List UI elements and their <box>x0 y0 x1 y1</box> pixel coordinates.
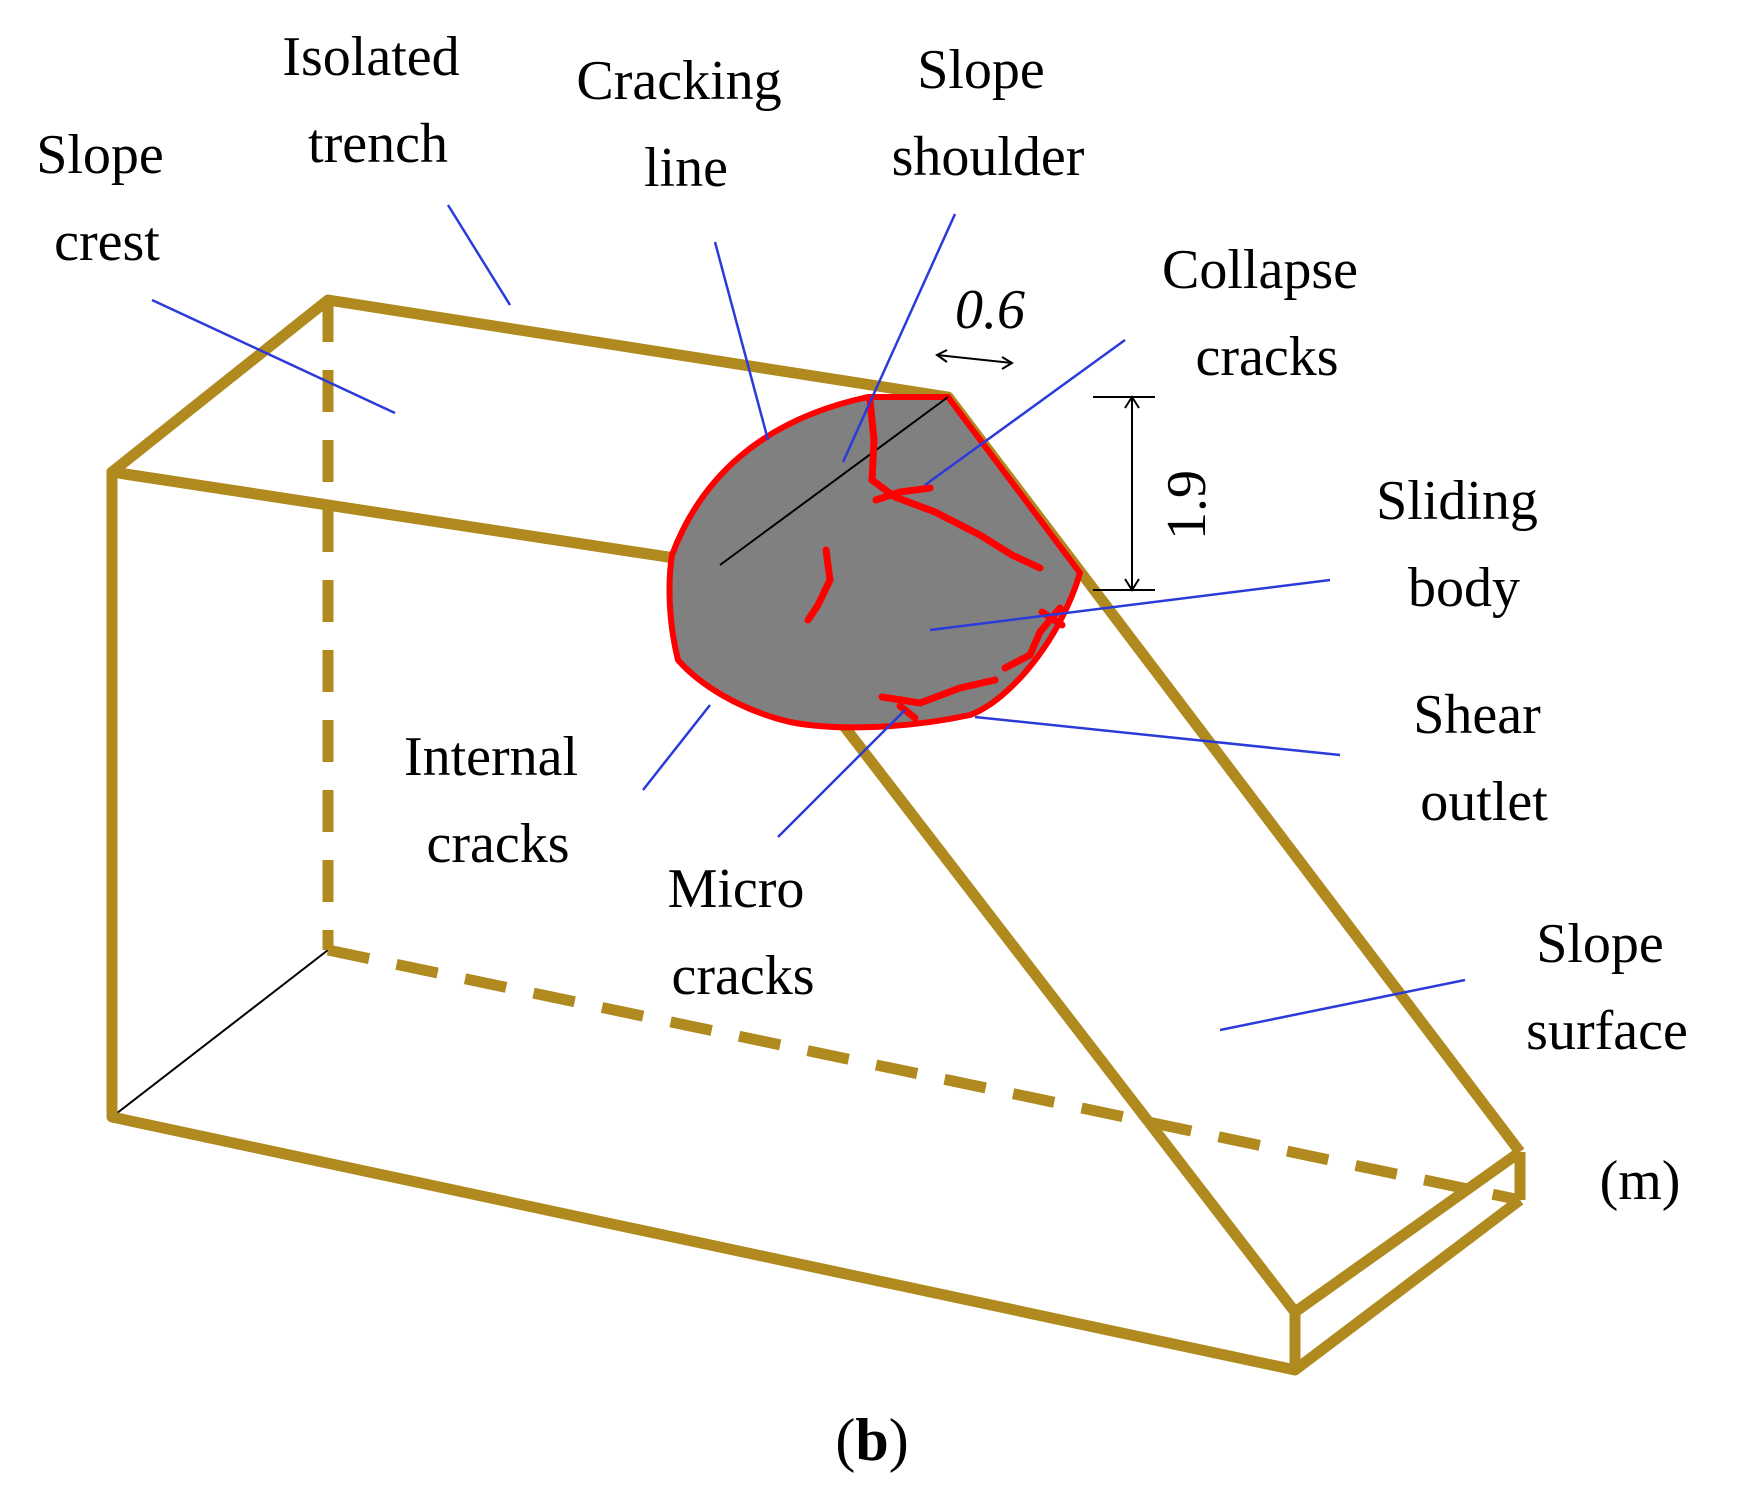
sliding-body-shape <box>666 394 1084 731</box>
micro-crack <box>896 702 919 722</box>
label-slope-surface: Slope surface <box>1526 913 1688 1062</box>
box-hidden-edges <box>322 300 1522 1206</box>
label-cracking-line: Cracking line <box>576 50 795 199</box>
leader-slope-surface <box>1219 978 1466 1032</box>
leader-collapse-cracks <box>924 338 1126 487</box>
leader-sliding-body <box>929 578 1331 632</box>
figure-caption: (b) <box>835 1407 908 1473</box>
leader-micro-cracks <box>777 709 906 838</box>
leader-shear-outlet <box>974 715 1341 757</box>
label-sliding-body: Sliding body <box>1376 470 1552 619</box>
label-internal-cracks: Internal cracks <box>404 726 592 875</box>
dimension-height-label: 1.9 <box>1156 470 1218 540</box>
label-micro-cracks: Micro cracks <box>668 858 819 1007</box>
sliding-body <box>666 394 1084 731</box>
cracks <box>804 396 1066 722</box>
unit-label: (m) <box>1600 1150 1681 1212</box>
micro-crack <box>878 676 999 707</box>
leader-slope-crest <box>151 298 396 415</box>
internal-crack-left <box>804 546 834 624</box>
leader-slope-shoulder <box>841 213 957 463</box>
collapse-crack <box>866 396 1044 572</box>
label-slope-crest: Slope crest <box>36 124 178 273</box>
slope-shoulder-edge <box>719 396 949 566</box>
collapse-crack <box>872 484 934 504</box>
dimension-width-label: 0.6 <box>955 279 1025 341</box>
label-slope-shoulder: Slope shoulder <box>892 39 1085 188</box>
label-shear-outlet: Shear outlet <box>1413 684 1555 833</box>
label-isolated-trench: Isolated trench <box>282 26 473 175</box>
dimension-width <box>935 349 1014 370</box>
leader-lines <box>151 204 1466 1032</box>
leader-cracking-line <box>713 241 770 441</box>
label-collapse-cracks: Collapse cracks <box>1162 239 1372 388</box>
dimension-height <box>1093 395 1155 592</box>
micro-crack <box>1038 608 1066 629</box>
leader-isolated-trench <box>446 204 512 306</box>
leader-internal-cracks <box>642 704 711 791</box>
